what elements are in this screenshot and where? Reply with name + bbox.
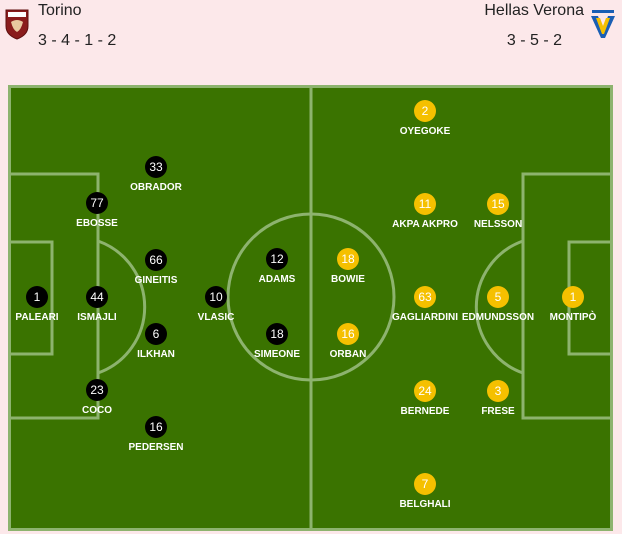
football-pitch <box>8 85 613 531</box>
player-number: 15 <box>487 193 509 215</box>
player-name: BELGHALI <box>399 499 451 510</box>
player-number: 3 <box>487 380 509 402</box>
player-name: ILKHAN <box>137 349 175 360</box>
player-name: MONTIPÒ <box>549 312 597 323</box>
player-name: EDMUNDSSON <box>461 312 535 323</box>
player-name: BOWIE <box>331 274 365 285</box>
player-number: 18 <box>266 323 288 345</box>
player-name: SIMEONE <box>253 349 301 360</box>
away-team-name: Hellas Verona <box>484 2 584 19</box>
player-number: 18 <box>337 248 359 270</box>
away-formation: 3 - 5 - 2 <box>506 32 562 49</box>
player-number: 44 <box>86 286 108 308</box>
player-name: NELSSON <box>473 219 523 230</box>
player-name: GINEITIS <box>134 275 178 286</box>
player-number: 33 <box>145 156 167 178</box>
match-header: Torino 3 - 4 - 1 - 2 Hellas Verona 3 - 5… <box>0 0 622 80</box>
player-name: VLASIC <box>197 312 235 323</box>
home-formation: 3 - 4 - 1 - 2 <box>38 32 117 49</box>
hellas-verona-crest-icon <box>591 10 615 38</box>
player-name: AKPA AKPRO <box>392 219 458 230</box>
pitch-markings <box>8 85 613 531</box>
player-number: 16 <box>145 416 167 438</box>
player-name: PALEARI <box>15 312 59 323</box>
player-name: ORBAN <box>329 349 367 360</box>
player-number: 24 <box>414 380 436 402</box>
player-name: OBRADOR <box>130 182 182 193</box>
player-number: 11 <box>414 193 436 215</box>
player-name: PEDERSEN <box>128 442 184 453</box>
player-number: 23 <box>86 379 108 401</box>
player-number: 63 <box>414 286 436 308</box>
player-name: COCO <box>82 405 112 416</box>
player-name: OYEGOKE <box>399 126 451 137</box>
player-number: 12 <box>266 248 288 270</box>
player-number: 77 <box>86 192 108 214</box>
player-name: FRESE <box>481 406 515 417</box>
player-number: 2 <box>414 100 436 122</box>
player-name: GAGLIARDINI <box>391 312 459 323</box>
player-number: 1 <box>26 286 48 308</box>
player-number: 10 <box>205 286 227 308</box>
player-number: 7 <box>414 473 436 495</box>
torino-bull-crest-icon <box>5 9 29 40</box>
player-number: 6 <box>145 323 167 345</box>
player-number: 5 <box>487 286 509 308</box>
player-number: 16 <box>337 323 359 345</box>
home-team-name: Torino <box>38 2 82 19</box>
player-name: BERNEDE <box>400 406 450 417</box>
player-name: ISMAJLI <box>77 312 117 323</box>
player-number: 1 <box>562 286 584 308</box>
player-name: ADAMS <box>258 274 296 285</box>
player-name: EBOSSE <box>76 218 118 229</box>
player-number: 66 <box>145 249 167 271</box>
